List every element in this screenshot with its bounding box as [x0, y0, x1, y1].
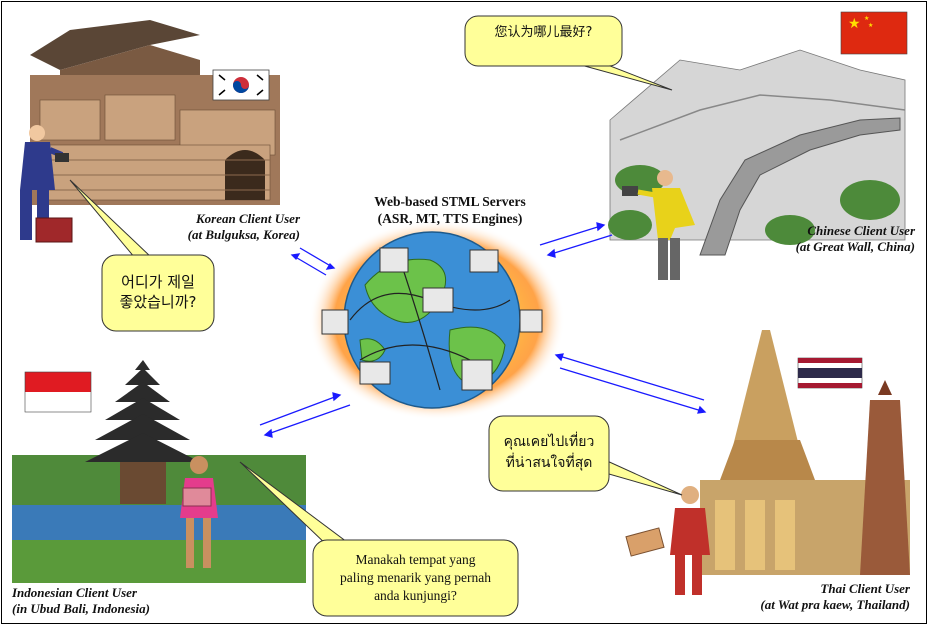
- bubble-thai: [488, 415, 683, 496]
- ubud-bali-image: [12, 360, 306, 583]
- thai-user-location: (at Wat pra kaew, Thailand): [760, 597, 910, 612]
- korean-caption: Korean Client User (at Bulguksa, Korea): [105, 211, 300, 243]
- bubble-korean: [69, 179, 215, 332]
- chinese-user-location: (at Great Wall, China): [795, 239, 915, 254]
- chinese-user-figure: [622, 170, 695, 280]
- wat-pra-kaew-image: [700, 330, 910, 575]
- chinese-user-name: Chinese Client User: [807, 223, 915, 238]
- svg-text:★: ★: [848, 17, 861, 32]
- arrow-indonesia: [259, 392, 351, 438]
- arrow-thailand: [554, 353, 707, 414]
- bubble-indonesian-line1: Manakah tempat yang: [355, 552, 476, 567]
- bubble-chinese-text: 您认为哪儿最好?: [465, 24, 622, 42]
- great-wall-image: [608, 49, 906, 256]
- server-title-line2: (ASR, MT, TTS Engines): [377, 211, 523, 226]
- thai-user-name: Thai Client User: [820, 581, 910, 596]
- bubble-indonesian: [239, 461, 519, 617]
- korean-user-figure: [20, 125, 73, 243]
- bulguksa-temple-image: [30, 20, 280, 205]
- thai-caption: Thai Client User (at Wat pra kaew, Thail…: [700, 581, 910, 613]
- svg-text:★: ★: [864, 15, 869, 22]
- bubble-thai-line1: คุณเคยไปเที่ยว: [503, 434, 595, 450]
- speech-bubbles: [69, 15, 683, 617]
- indonesian-caption: Indonesian Client User (in Ubud Bali, In…: [12, 585, 222, 617]
- bubble-indonesian-line3: anda kunjungi?: [374, 588, 457, 603]
- thai-user-figure: [625, 486, 710, 595]
- indonesian-user-name: Indonesian Client User: [12, 585, 137, 600]
- server-title: Web-based STML Servers (ASR, MT, TTS Eng…: [340, 193, 560, 227]
- korean-user-name: Korean Client User: [195, 211, 300, 226]
- connection-arrows: [259, 222, 707, 438]
- bubble-indonesian-line2: paling menarik yang pernah: [339, 570, 492, 585]
- bubble-korean-text: 어디가 제일 좋았습니까?: [102, 272, 214, 312]
- svg-text:★: ★: [868, 22, 873, 29]
- bubble-thai-line2: ที่น่าสนใจที่สุด: [505, 455, 593, 471]
- korean-user-location: (at Bulguksa, Korea): [187, 227, 300, 242]
- bubble-thai-text: คุณเคยไปเที่ยว ที่น่าสนใจที่สุด: [489, 432, 609, 474]
- chinese-caption: Chinese Client User (at Great Wall, Chin…: [715, 223, 915, 255]
- arrow-korea: [290, 247, 336, 276]
- indonesia-flag: [24, 371, 92, 413]
- bubble-chinese-line1: 您认为哪儿最好?: [494, 25, 593, 40]
- indonesian-user-figure: [180, 456, 218, 568]
- bubble-korean-line2: 좋았습니까?: [119, 293, 197, 311]
- korea-flag: [212, 69, 270, 101]
- indonesian-user-location: (in Ubud Bali, Indonesia): [12, 601, 150, 616]
- server-title-line1: Web-based STML Servers: [374, 194, 526, 209]
- bubble-indonesian-text: Manakah tempat yang paling menarik yang …: [313, 551, 518, 605]
- arrow-china: [539, 222, 613, 258]
- bubble-korean-line1: 어디가 제일: [121, 273, 195, 291]
- globe-server-network: [309, 220, 565, 420]
- thailand-flag: [797, 357, 863, 389]
- bubble-chinese: [464, 15, 673, 91]
- china-flag: ★ ★ ★: [840, 11, 908, 55]
